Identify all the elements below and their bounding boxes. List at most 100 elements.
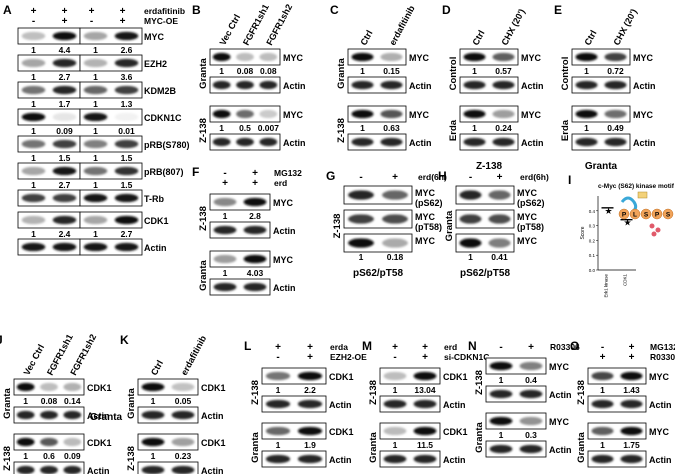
protein-label: CDKN1C: [144, 113, 182, 123]
band: [348, 214, 374, 224]
blot-actin: [379, 395, 441, 413]
band: [488, 190, 511, 200]
phosphate-icon: [649, 223, 655, 229]
protein-label: Actin: [283, 138, 306, 148]
blot-myc: [209, 250, 271, 268]
band: [114, 58, 139, 68]
lane-label: Ctrl: [358, 29, 374, 47]
quant-value: 1: [31, 229, 36, 239]
blot-t-rb: [79, 189, 143, 207]
protein-label: Actin: [273, 283, 296, 293]
band: [259, 52, 278, 62]
quant-value: 1: [93, 99, 98, 109]
band: [297, 399, 323, 409]
protein-label: MYC: [283, 110, 304, 120]
band: [21, 166, 46, 176]
motif-residue-icon: [651, 208, 663, 220]
quant-value: 1: [93, 180, 98, 190]
condition-mark: +: [600, 352, 606, 363]
quant-value: 1: [219, 123, 224, 133]
band: [591, 454, 614, 464]
cell-line-label: Z-138: [576, 380, 587, 405]
protein-label: Actin: [329, 400, 352, 410]
band: [459, 190, 482, 200]
protein-label: (pS62): [415, 198, 443, 208]
panel-letter: F: [192, 165, 199, 179]
blot-t-rb: [17, 189, 81, 207]
blot-myc: [209, 48, 281, 66]
quant-value: 1: [360, 123, 365, 133]
panel-letter: H: [438, 169, 447, 183]
protein-label: (pT58): [415, 222, 442, 232]
panel-letter: B: [192, 3, 201, 17]
band: [297, 426, 323, 436]
protein-label: EZH2: [144, 59, 167, 69]
quant-value: 0.08: [237, 66, 254, 76]
condition-mark: -: [359, 172, 362, 183]
band: [213, 254, 237, 264]
blot-actin: [261, 395, 327, 413]
protein-label: MYC: [409, 53, 430, 63]
motif-residue-icon: [640, 208, 652, 220]
cell-line-label: Z-138: [198, 118, 209, 143]
quant-value: 4.03: [247, 268, 264, 278]
band: [459, 214, 482, 224]
cell-line-label: Granta: [585, 161, 618, 172]
band: [52, 166, 77, 176]
score-star: ★: [623, 218, 631, 228]
panel-letter: O: [570, 339, 579, 353]
band: [265, 399, 291, 409]
band: [463, 52, 486, 62]
blot-actin: [571, 76, 631, 94]
band: [348, 238, 374, 248]
band: [52, 215, 77, 225]
condition-mark: +: [392, 342, 398, 353]
band: [213, 225, 237, 235]
band: [52, 242, 77, 252]
panel-letter: K: [120, 333, 129, 347]
band: [380, 137, 403, 147]
blot-actin: [13, 406, 85, 424]
lane-label: Vec Ctrl: [218, 13, 243, 47]
cell-line-label: Control: [448, 57, 459, 91]
band: [114, 139, 139, 149]
cell-line-label: Control: [560, 57, 571, 91]
panel-letter: C: [330, 3, 339, 17]
blot-myc: [343, 209, 413, 229]
blot-prb(s780): [79, 135, 143, 153]
blot-myc: [209, 105, 281, 123]
panel-letter: N: [468, 339, 477, 353]
cell-line-label: Z-138: [368, 380, 379, 405]
band: [380, 109, 403, 119]
band: [52, 193, 77, 203]
band: [52, 139, 77, 149]
protein-label: (pS62): [517, 198, 545, 208]
cell-line-label: Granta: [126, 387, 137, 418]
blot-myc: [455, 209, 515, 229]
band: [413, 426, 437, 436]
blot-myc: [571, 48, 631, 66]
quant-value: 4.4: [59, 45, 71, 55]
condition-mark: +: [252, 168, 258, 179]
quant-value: 1: [23, 396, 28, 406]
band: [243, 225, 267, 235]
blot-actin: [261, 450, 327, 468]
band: [21, 31, 46, 41]
protein-label: CDK1: [443, 372, 468, 382]
band: [171, 382, 195, 392]
blot-myc: [587, 367, 647, 385]
blot-myc: [455, 185, 515, 205]
band: [413, 399, 437, 409]
blot-myc: [79, 27, 143, 45]
x-tick-label: Erk1 kinase: [604, 274, 609, 298]
band: [488, 214, 511, 224]
band: [40, 465, 58, 474]
band: [489, 416, 513, 426]
blot-myc: [209, 193, 271, 211]
band: [620, 371, 643, 381]
band: [171, 437, 195, 447]
blot-cdk1: [379, 422, 441, 440]
band: [383, 426, 407, 436]
quant-value: 1: [31, 72, 36, 82]
band: [83, 193, 108, 203]
